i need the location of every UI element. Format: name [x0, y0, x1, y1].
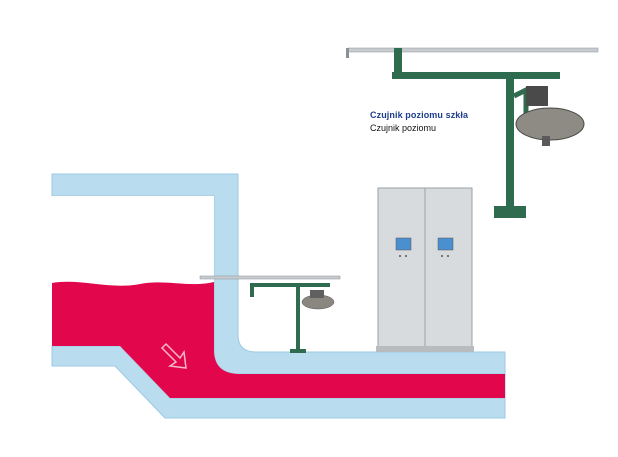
sensor-label-secondary: Czujnik poziomu: [370, 123, 437, 133]
cabinet-screen-right: [437, 237, 454, 251]
cabinet-screen-left: [395, 237, 412, 251]
molten-glass: [52, 281, 505, 398]
installed-level-sensor: [199, 275, 341, 353]
level-sensor-detail: [346, 47, 599, 218]
sensor-label-primary: Czujnik poziomu szkła: [370, 110, 469, 120]
arrow-down-right-icon: [160, 342, 187, 369]
control-cabinet: [376, 187, 474, 352]
